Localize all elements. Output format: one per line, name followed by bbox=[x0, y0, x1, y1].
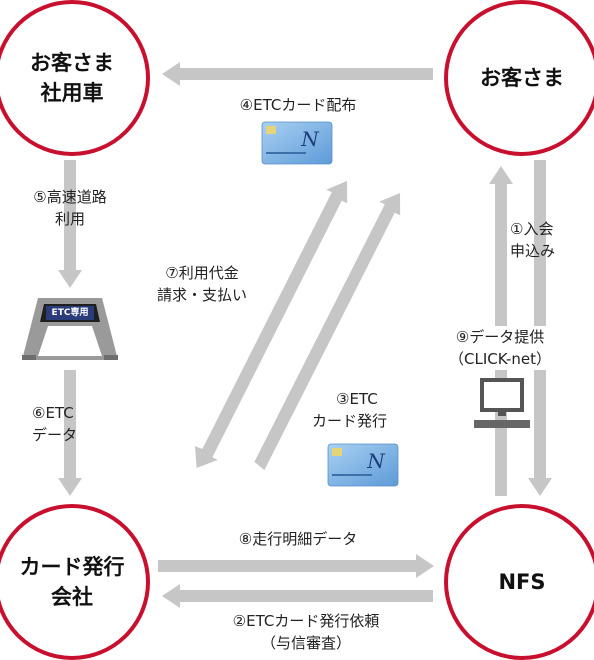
step-1-line-1: ①入会 bbox=[510, 220, 554, 238]
step-7-line-1: ⑦利用代金 bbox=[165, 264, 239, 282]
step-4-text: ④ETCカード配布 bbox=[239, 96, 357, 114]
step-8-label: ⑧走行明細データ bbox=[224, 528, 372, 550]
arrow-billing-payment bbox=[195, 181, 348, 468]
node-customer: お客さま bbox=[444, 0, 594, 156]
arrow-highway-use bbox=[58, 160, 82, 288]
svg-text:N: N bbox=[366, 449, 386, 473]
arrow-etc-data bbox=[58, 370, 82, 496]
step-5-line-2: 利用 bbox=[54, 210, 85, 228]
step-5-line-1: ⑤高速道路 bbox=[33, 188, 107, 206]
step-2-label: ②ETCカード発行依頼 （与信審査） bbox=[196, 610, 416, 654]
step-1-label: ①入会 申込み bbox=[510, 218, 582, 262]
step-9-line-1: ⑨データ提供 bbox=[455, 328, 545, 346]
etc-card-icon: N bbox=[261, 121, 333, 165]
node-nfs-label: NFS bbox=[498, 570, 546, 594]
arrow-card-issuance bbox=[254, 193, 401, 471]
svg-text:N: N bbox=[300, 127, 320, 151]
step-9-label: ⑨データ提供 （CLICK-net） bbox=[420, 326, 580, 370]
step-3-line-1: ③ETC bbox=[336, 390, 378, 408]
arrow-card-issue-request bbox=[162, 584, 433, 608]
step-2-line-1: ②ETCカード発行依頼 bbox=[232, 612, 380, 630]
step-3-label: ③ETC カード発行 bbox=[312, 388, 412, 432]
step-6-line-2: データ bbox=[32, 426, 78, 444]
step-2-line-2: （与信審査） bbox=[260, 634, 351, 652]
step-5-label: ⑤高速道路 利用 bbox=[14, 186, 126, 230]
node-customer-company-car: お客さま 社用車 bbox=[0, 0, 150, 156]
step-1-line-2: 申込み bbox=[510, 242, 556, 260]
step-3-line-2: カード発行 bbox=[312, 412, 388, 430]
computer-icon bbox=[474, 378, 530, 428]
node-card-issuer: カード発行 会社 bbox=[0, 504, 150, 660]
step-6-label: ⑥ETC データ bbox=[32, 402, 112, 446]
step-7-label: ⑦利用代金 請求・支払い bbox=[150, 262, 254, 306]
etc-gate-sign: ETC専用 bbox=[51, 308, 89, 318]
step-4-label: ④ETCカード配布 bbox=[236, 94, 360, 116]
node-customer-label: お客さま bbox=[480, 66, 564, 90]
etc-card-icon: N bbox=[327, 443, 399, 487]
arrow-usage-detail-data bbox=[158, 554, 434, 578]
node-card-issuer-label: カード発行 会社 bbox=[19, 555, 125, 609]
step-7-line-2: 請求・支払い bbox=[156, 286, 247, 304]
step-9-line-2: （CLICK-net） bbox=[448, 350, 552, 368]
arrow-card-distribution bbox=[162, 62, 433, 86]
step-6-line-1: ⑥ETC bbox=[32, 404, 74, 422]
node-nfs: NFS bbox=[444, 504, 594, 660]
step-8-text: ⑧走行明細データ bbox=[238, 530, 358, 548]
node-customer-company-car-label: お客さま 社用車 bbox=[30, 51, 114, 105]
etc-gate-icon bbox=[22, 298, 118, 360]
